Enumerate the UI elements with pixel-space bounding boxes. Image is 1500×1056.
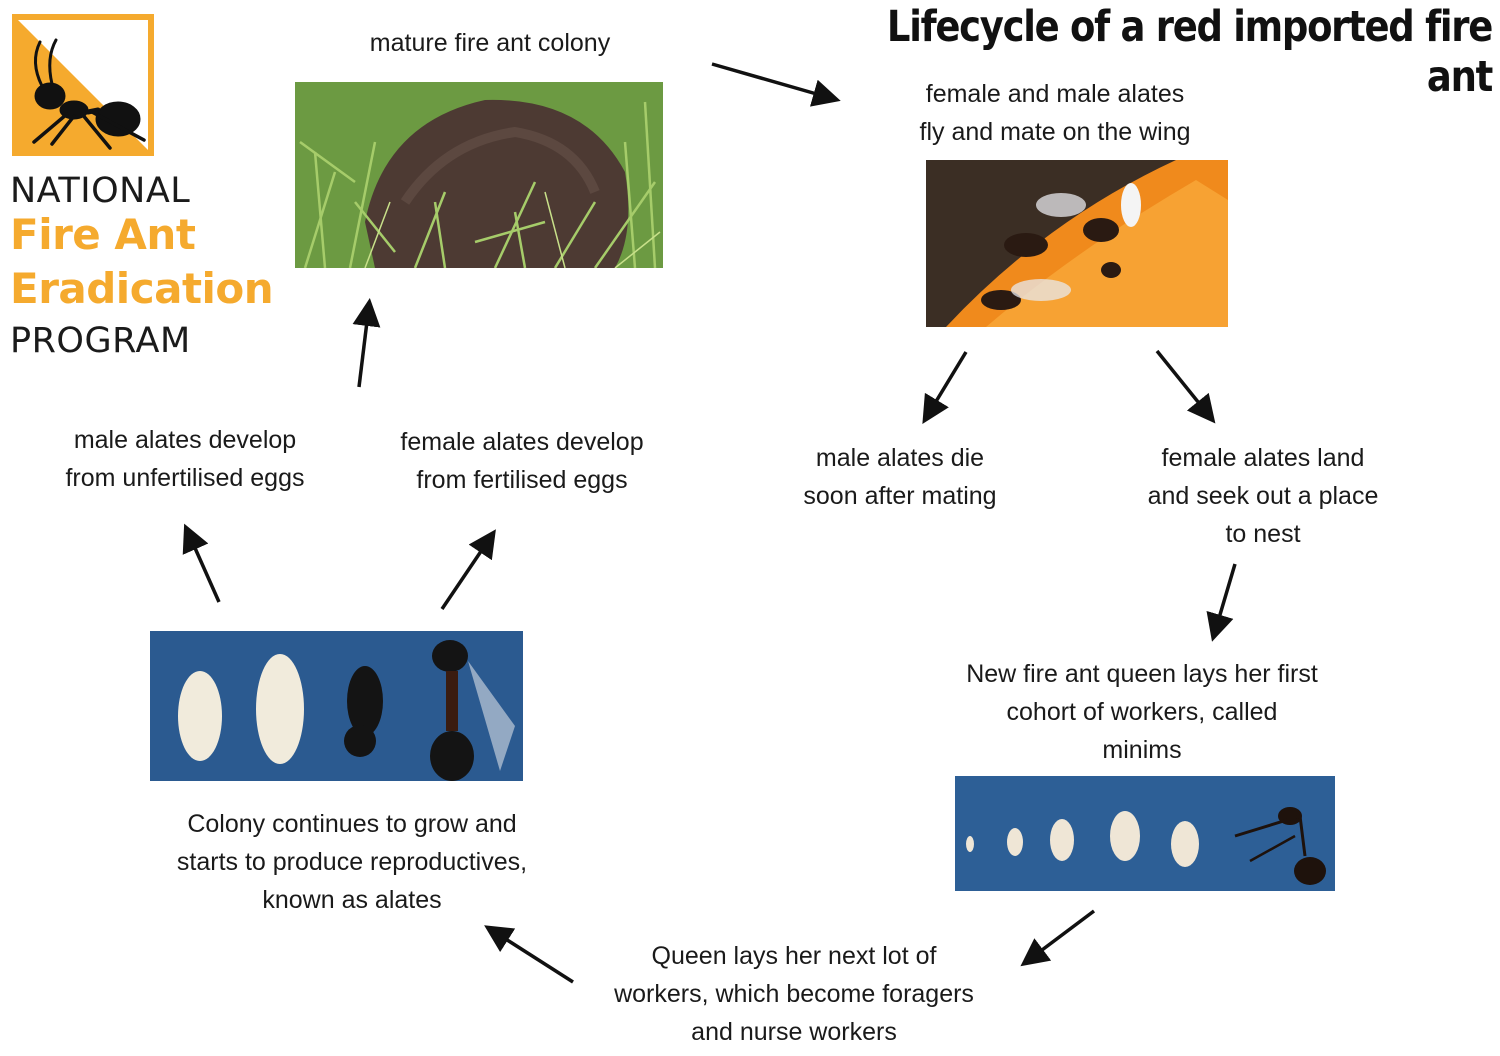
arrow-colony-to-alates <box>711 62 841 107</box>
label-queen-next-lot: Queen lays her next lot of workers, whic… <box>614 942 974 1046</box>
logo-line-fire-ant: Fire Ant <box>10 210 196 259</box>
page-title: Lifecycle of a red imported fire ant <box>886 2 1493 102</box>
arrow-to-male-die <box>922 351 968 424</box>
label-male-alates-die: male alates die soon after mating <box>803 444 997 510</box>
arrow-to-queen-first <box>1206 563 1237 642</box>
photo-fire-ant-mound <box>295 82 663 268</box>
arrow-to-male-develop <box>182 523 221 603</box>
label-alates-mate: female and male alates fly and mate on t… <box>919 80 1191 146</box>
arrow-to-female-land <box>1155 349 1216 424</box>
ant-icon <box>12 14 154 156</box>
logo-line-national: NATIONAL <box>10 171 191 211</box>
logo-line-eradication: Eradication <box>10 264 274 313</box>
logo-line-program: PROGRAM <box>10 321 191 361</box>
arrow-to-female-develop <box>440 529 496 610</box>
label-male-alates-develop: male alates develop from unfertilised eg… <box>65 426 305 492</box>
label-queen-first-cohort: New fire ant queen lays her first cohort… <box>966 660 1318 764</box>
photo-developing-alates <box>150 631 523 781</box>
label-female-alates-land: female alates land and seek out a place … <box>1147 444 1379 548</box>
label-colony-grows: Colony continues to grow and starts to p… <box>176 810 528 914</box>
arrow-to-mature-colony <box>352 298 381 388</box>
photo-brood-stages-minims <box>955 776 1335 891</box>
photo-alates-mating <box>926 160 1228 327</box>
label-female-alates-develop: female alates develop from fertilised eg… <box>400 428 644 494</box>
label-mature-colony: mature fire ant colony <box>369 29 611 57</box>
arrow-to-colony-grows <box>484 925 574 984</box>
arrow-to-queen-next <box>1020 909 1096 967</box>
